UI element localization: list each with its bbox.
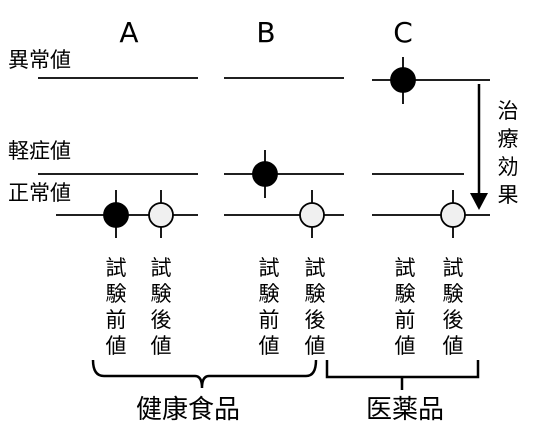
b-before-char-1: 試 bbox=[259, 256, 280, 280]
b-after-char-4: 値 bbox=[305, 334, 326, 358]
marker-c-after-dot bbox=[440, 202, 466, 228]
treatment-arrow-head bbox=[470, 193, 488, 210]
column-b-label: B bbox=[256, 16, 275, 49]
a-after-char-4: 値 bbox=[151, 334, 172, 358]
b-before-char-3: 前 bbox=[259, 308, 280, 332]
medicine-bracket bbox=[325, 360, 480, 390]
column-a-label: A bbox=[119, 16, 138, 49]
marker-a-after-dot bbox=[148, 202, 174, 228]
marker-b-before-dot bbox=[252, 161, 278, 187]
a-after-char-2: 験 bbox=[151, 282, 172, 306]
column-c-label: C bbox=[393, 16, 413, 49]
marker-a-before-dot bbox=[103, 202, 129, 228]
normal-level-label: 正常値 bbox=[8, 181, 71, 205]
health-food-bracket bbox=[91, 359, 318, 389]
c-before-char-1: 試 bbox=[395, 256, 416, 280]
treatment-effect-char-1: 治 bbox=[498, 99, 519, 123]
medicine-label: 医薬品 bbox=[366, 395, 444, 425]
c-after-char-4: 値 bbox=[443, 334, 464, 358]
c-after-char-3: 後 bbox=[443, 308, 464, 332]
a-before-char-1: 試 bbox=[106, 256, 127, 280]
a-after-char-1: 試 bbox=[151, 256, 172, 280]
health-food-label: 健康食品 bbox=[136, 395, 240, 425]
b-after-char-1: 試 bbox=[305, 256, 326, 280]
b-before-char-4: 値 bbox=[259, 334, 280, 358]
b-after-char-3: 後 bbox=[305, 308, 326, 332]
marker-c-before-dot bbox=[390, 67, 416, 93]
mild-level-label: 軽症値 bbox=[8, 139, 71, 163]
a-before-char-3: 前 bbox=[106, 308, 127, 332]
a-before-char-4: 値 bbox=[106, 334, 127, 358]
treatment-effect-char-3: 効 bbox=[498, 155, 519, 179]
c-before-char-3: 前 bbox=[395, 308, 416, 332]
c-after-char-2: 験 bbox=[443, 282, 464, 306]
c-before-char-4: 値 bbox=[395, 334, 416, 358]
treatment-effect-char-4: 果 bbox=[498, 183, 519, 207]
a-before-char-2: 験 bbox=[106, 282, 127, 306]
abnormal-level-label: 異常値 bbox=[8, 48, 71, 72]
b-before-char-2: 験 bbox=[259, 282, 280, 306]
treatment-effect-char-2: 療 bbox=[498, 127, 519, 151]
c-after-char-1: 試 bbox=[443, 256, 464, 280]
b-after-char-2: 験 bbox=[305, 282, 326, 306]
a-after-char-3: 後 bbox=[151, 308, 172, 332]
marker-b-after-dot bbox=[299, 202, 325, 228]
c-before-char-2: 験 bbox=[395, 282, 416, 306]
